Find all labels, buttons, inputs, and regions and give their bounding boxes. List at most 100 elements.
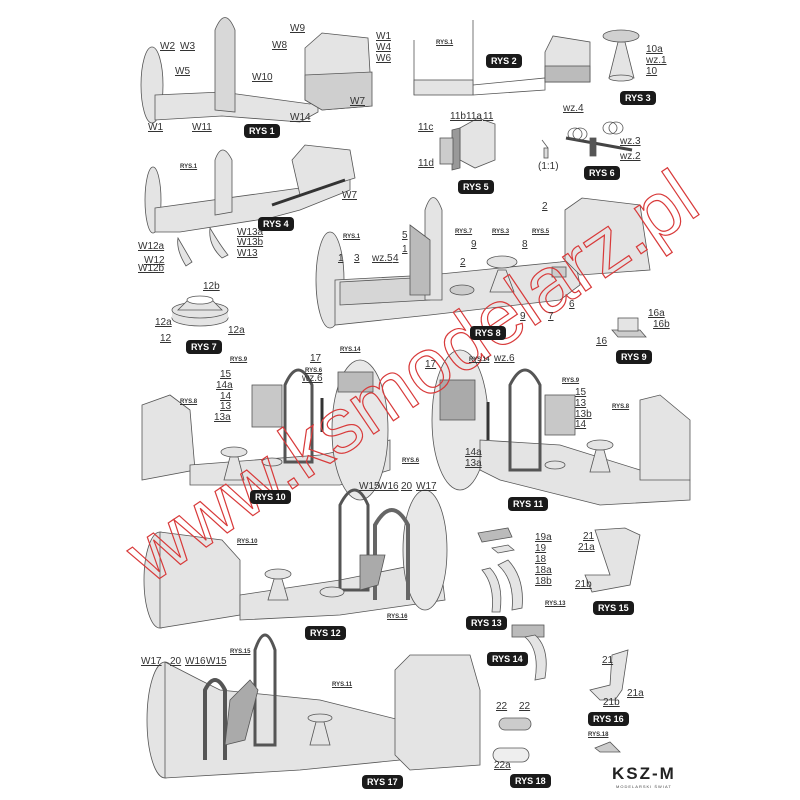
part-label: 21a	[578, 542, 595, 553]
part-label: W10	[252, 72, 273, 83]
figure-rys2-drawing	[413, 20, 591, 96]
ref-label: RYS.6	[305, 368, 323, 374]
part-label: 13a	[214, 412, 231, 423]
part-label: 18a	[535, 565, 552, 576]
part-label: 10a	[646, 44, 663, 55]
publisher-logo: KSZ-M MODELARSKI ŚWIAT	[612, 764, 676, 789]
part-label: 11c	[418, 122, 434, 133]
part-label: W12	[144, 255, 165, 266]
part-label: W6	[376, 53, 391, 64]
part-label: 11d	[418, 158, 434, 169]
part-label: 14	[575, 419, 587, 430]
figure-badge: RYS 4	[258, 217, 294, 231]
part-label: 14a	[216, 380, 233, 391]
figure-badge: RYS 5	[458, 180, 494, 194]
part-label: W14	[290, 112, 311, 123]
part-label: 12	[160, 333, 172, 344]
ref-label: RYS.9	[230, 357, 248, 363]
part-label: wz.4	[563, 103, 584, 114]
part-label: 13	[575, 398, 587, 409]
part-label: 20	[170, 656, 182, 667]
part-label: wz.1	[646, 55, 667, 66]
ref-label: RYS.11	[332, 682, 353, 688]
part-label: 22	[519, 701, 531, 712]
part-label: 21	[583, 531, 595, 542]
part-label: W16	[378, 481, 399, 492]
part-label: 22a	[494, 760, 511, 771]
part-label: 16	[596, 336, 608, 347]
part-label: W7	[350, 96, 365, 107]
ref-label: RYS.14	[340, 347, 361, 353]
part-label: W2	[160, 41, 175, 52]
part-label: 2	[542, 201, 548, 212]
ref-label: RYS.7	[455, 229, 473, 235]
part-label: W4	[376, 42, 391, 53]
figure-badge: RYS 6	[584, 166, 620, 180]
figure-badge: RYS 9	[616, 350, 652, 364]
figure-badge: RYS 8	[470, 326, 506, 340]
part-label: W8	[272, 40, 287, 51]
part-label: 12a	[228, 325, 245, 336]
figure-rys5-drawing	[439, 117, 496, 171]
part-label: wz.5	[372, 253, 393, 264]
figure-badge: RYS 3	[620, 91, 656, 105]
part-label: 3	[354, 253, 360, 264]
figure-badge: RYS 17	[362, 775, 403, 789]
part-label: 9	[520, 311, 526, 322]
part-label: W17	[416, 481, 437, 492]
part-label: W13	[237, 248, 258, 259]
part-label: 16b	[653, 319, 670, 330]
part-label: 11	[483, 111, 494, 122]
part-label: 22	[496, 701, 508, 712]
part-label: W16	[185, 656, 206, 667]
part-label: W3	[180, 41, 195, 52]
part-label: W15	[206, 656, 227, 667]
part-label: 19	[535, 543, 547, 554]
figure-rys1-drawing	[140, 17, 373, 124]
figure-badge: RYS 10	[250, 490, 291, 504]
figure-rys12-drawing	[143, 488, 448, 629]
part-label: 10	[646, 66, 658, 77]
part-label: wz.3	[620, 136, 641, 147]
part-label: 12b	[203, 281, 220, 292]
part-label: W9	[290, 23, 305, 34]
figure-rys13-rys14-drawing	[477, 527, 547, 681]
part-label: 6	[569, 299, 575, 310]
ref-label: RYS.1	[180, 164, 198, 170]
part-label: 14	[220, 391, 232, 402]
part-label: 18	[535, 554, 547, 565]
figure-rys11-drawing	[431, 349, 691, 506]
part-label: W1	[376, 31, 391, 42]
part-label: 9	[471, 239, 477, 250]
ref-label: RYS.18	[588, 732, 609, 738]
ref-label: RYS.6	[402, 458, 420, 464]
figure-rys10-drawing	[141, 359, 391, 501]
part-label: 15	[575, 387, 587, 398]
part-label: 20	[401, 481, 413, 492]
figure-rys6-drawing	[541, 121, 633, 159]
logo-tagline: MODELARSKI ŚWIAT	[616, 784, 672, 789]
ref-label: RYS.9	[562, 378, 580, 384]
figure-rys3-drawing	[602, 29, 640, 82]
figure-rys18-drawing	[492, 717, 621, 763]
part-label: wz.6	[494, 353, 515, 364]
part-label: 17	[425, 359, 437, 370]
part-label: 7	[548, 311, 554, 322]
figure-badge: RYS 15	[593, 601, 634, 615]
part-label: 5	[402, 230, 408, 241]
figure-rys8-drawing	[315, 197, 651, 329]
part-label: W5	[175, 66, 190, 77]
part-label: W17	[141, 656, 162, 667]
part-label: 19a	[535, 532, 552, 543]
figure-badge: RYS 2	[486, 54, 522, 68]
ref-label: RYS.15	[230, 649, 251, 655]
part-label: 17	[310, 353, 322, 364]
part-label: 11b	[450, 111, 466, 122]
part-label: 18b	[535, 576, 552, 587]
part-label: 21	[602, 655, 614, 666]
part-label: 13a	[465, 458, 482, 469]
part-label: 21a	[627, 688, 644, 699]
part-label: 11a	[466, 111, 482, 122]
part-label: 13	[220, 401, 232, 412]
